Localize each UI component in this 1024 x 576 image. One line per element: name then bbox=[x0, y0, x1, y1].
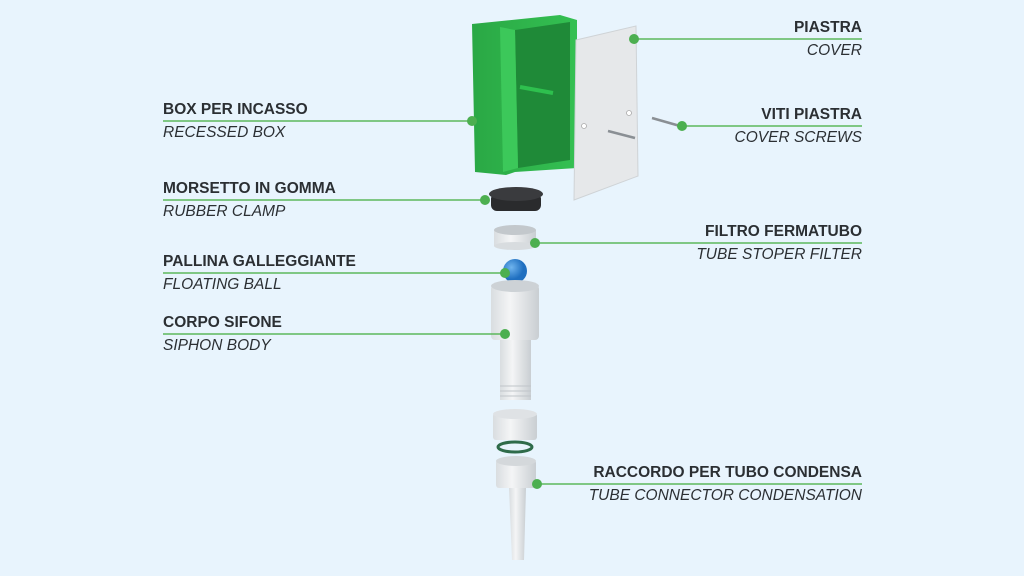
leader-lines bbox=[163, 38, 862, 485]
recessed-box-part bbox=[472, 15, 577, 175]
floating-ball-part bbox=[503, 259, 527, 283]
siphon-body-part bbox=[491, 280, 539, 400]
tube-stopper-filter-part bbox=[494, 225, 536, 250]
cover-screw-part bbox=[651, 116, 681, 128]
leader-dots bbox=[467, 34, 687, 489]
cover-plate-part bbox=[573, 25, 639, 201]
rubber-clamp-part bbox=[489, 187, 543, 211]
tube-connector-part bbox=[493, 409, 537, 560]
